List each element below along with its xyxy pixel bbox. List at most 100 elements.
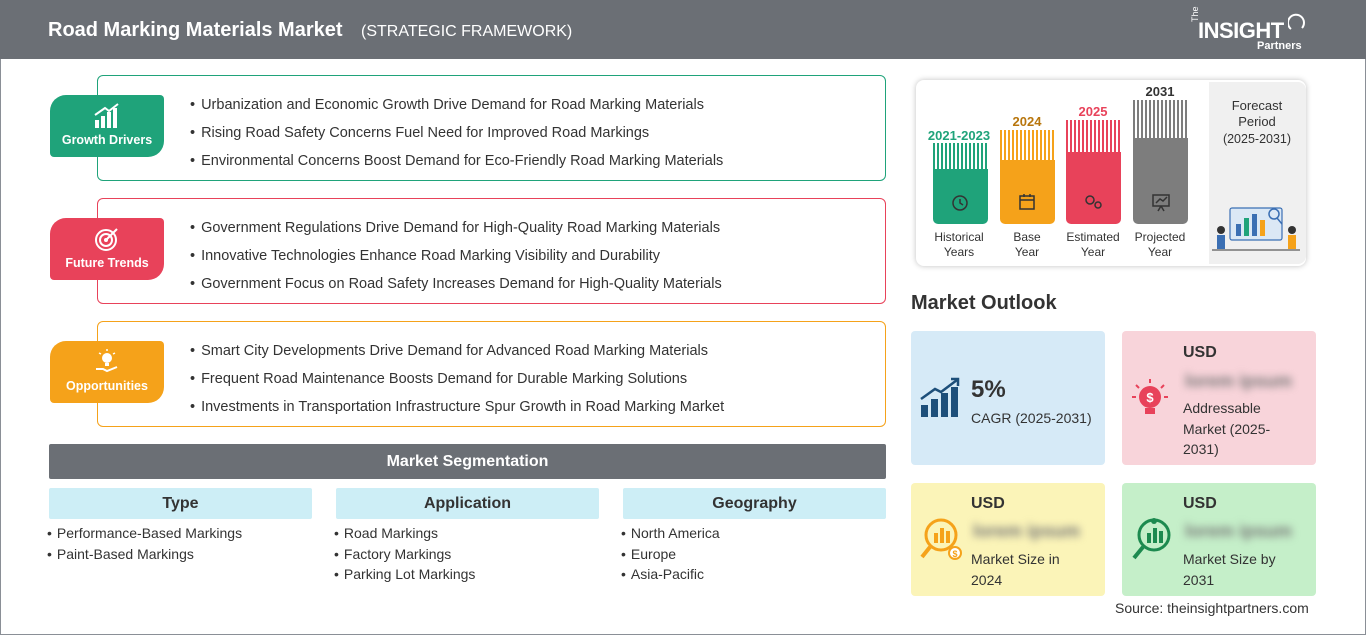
caption-line-2: Year (1014, 245, 1040, 259)
estimated-bar-stripes (1066, 120, 1121, 152)
list-item: Environmental Concerns Boost Demand for … (190, 152, 723, 180)
dollar-bulb-icon: $ (1132, 379, 1168, 414)
caption-line-2: Years (943, 245, 975, 259)
size2031-value: lorem ipsum (1185, 521, 1293, 541)
analytics-people-illustration-icon (1212, 207, 1300, 251)
projected-bar-stripes (1133, 100, 1188, 138)
caption-line-1: Historical (934, 230, 984, 244)
addressable-usd: USD (1183, 344, 1217, 361)
badge-label: Future Trends (65, 256, 149, 270)
cagr-value: 5% (971, 376, 1006, 403)
desc-line: Market Size by (1183, 551, 1276, 567)
base-bar-stripes (1000, 130, 1055, 160)
list-item: Government Regulations Drive Demand for … (190, 219, 722, 247)
market-outlook-title: Market Outlook (911, 292, 1057, 314)
market-segmentation-bar: Market Segmentation (49, 444, 886, 479)
list-item: Government Focus on Road Safety Increase… (190, 275, 722, 303)
cagr-tile: 5% CAGR (2025-2031) (911, 331, 1105, 465)
growth-drivers-list: Urbanization and Economic Growth Drive D… (190, 96, 723, 180)
desc-line: Market (2025- (1183, 420, 1271, 437)
history-clock-icon (952, 195, 968, 211)
target-icon (95, 228, 118, 251)
list-item: Performance-Based Markings (47, 525, 242, 546)
caption-line-1: Projected (1134, 230, 1186, 244)
caption-line-1: Base (1013, 230, 1041, 244)
desc-line: 2031) (1183, 441, 1219, 457)
opportunities-badge: Opportunities (50, 341, 164, 403)
page-subtitle: (STRATEGIC FRAMEWORK) (361, 23, 573, 40)
header-bar: Road Marking Materials Market (STRATEGIC… (0, 0, 1366, 59)
segment-head-geography: Geography (623, 488, 886, 519)
svg-text:$: $ (952, 549, 957, 559)
future-trends-badge: Future Trends (50, 218, 164, 280)
growth-chart-icon (94, 103, 119, 128)
forecast-line-1: Forecast (1231, 98, 1283, 113)
forecast-period-range: (2025-2031) (1222, 132, 1292, 146)
list-item: Paint-Based Markings (47, 546, 242, 567)
projection-board-icon (1152, 194, 1170, 212)
badge-label: Growth Drivers (61, 133, 153, 147)
list-item: Investments in Transportation Infrastruc… (190, 398, 724, 426)
caption-line-1: Estimated (1066, 230, 1120, 244)
geography-segment-list: North America Europe Asia-Pacific (621, 525, 720, 587)
list-item: Smart City Developments Drive Demand for… (190, 342, 724, 370)
caption-line-2: Year (1147, 245, 1173, 259)
desc-line: Market Size in (971, 551, 1060, 567)
growth-drivers-badge: Growth Drivers (50, 95, 164, 157)
list-item: Frequent Road Maintenance Boosts Demand … (190, 370, 724, 398)
opportunities-list: Smart City Developments Drive Demand for… (190, 342, 724, 426)
estimate-gears-icon (1085, 195, 1102, 209)
desc-line: Addressable (1183, 400, 1261, 416)
historical-bar (933, 169, 988, 224)
cagr-growth-icon (920, 377, 960, 417)
cagr-label: CAGR (2025-2031) (971, 410, 1092, 426)
market-forecast-magnifier-icon (1132, 518, 1171, 560)
list-item: Road Markings (334, 525, 475, 546)
list-item: North America (621, 525, 720, 546)
size2031-usd: USD (1183, 495, 1217, 512)
lightbulb-hand-icon (96, 349, 118, 373)
list-item: Europe (621, 546, 720, 567)
growth-drivers-card: Urbanization and Economic Growth Drive D… (97, 75, 886, 181)
logo-partners: Partners (1257, 40, 1302, 52)
list-item: Asia-Pacific (621, 566, 720, 587)
estimated-bar (1066, 152, 1121, 224)
desc-line: 2031 (1183, 571, 1215, 588)
opportunities-card: Smart City Developments Drive Demand for… (97, 321, 886, 427)
future-trends-list: Government Regulations Drive Demand for … (190, 219, 722, 303)
application-segment-list: Road Markings Factory Markings Parking L… (334, 525, 476, 587)
base-bar (1000, 160, 1055, 224)
list-item: Parking Lot Markings (334, 566, 476, 587)
historical-bar-stripes (933, 143, 988, 169)
source-note: Source: theinsightpartners.com (1115, 600, 1309, 616)
size2024-desc: Market Size in 2024 (971, 549, 1060, 590)
list-item: Innovative Technologies Enhance Road Mar… (190, 247, 722, 275)
type-segment-list: Performance-Based Markings Paint-Based M… (47, 525, 242, 566)
market-size-magnifier-icon: $ (920, 518, 962, 560)
logo-arc-icon (1288, 13, 1305, 30)
insight-partners-logo: The INSIGHT Partners (1190, 6, 1320, 54)
segment-head-application: Application (336, 488, 599, 519)
badge-label: Opportunities (66, 379, 148, 393)
logo-insight: INSIGHT (1198, 18, 1284, 43)
svg-text:$: $ (1146, 390, 1154, 405)
timeline-year-estimated: 2025 (1078, 104, 1108, 119)
segment-head-type: Type (49, 488, 312, 519)
timeline-year-projected: 2031 (1145, 84, 1175, 99)
page-title: Road Marking Materials Market (48, 19, 343, 41)
forecast-line-2: Period (1238, 114, 1276, 129)
desc-line: 2024 (971, 571, 1003, 588)
caption-line-2: Year (1080, 245, 1106, 259)
projected-bar (1133, 138, 1188, 224)
list-item: Urbanization and Economic Growth Drive D… (190, 96, 723, 124)
size2024-usd: USD (971, 495, 1005, 512)
calendar-icon (1019, 194, 1035, 210)
